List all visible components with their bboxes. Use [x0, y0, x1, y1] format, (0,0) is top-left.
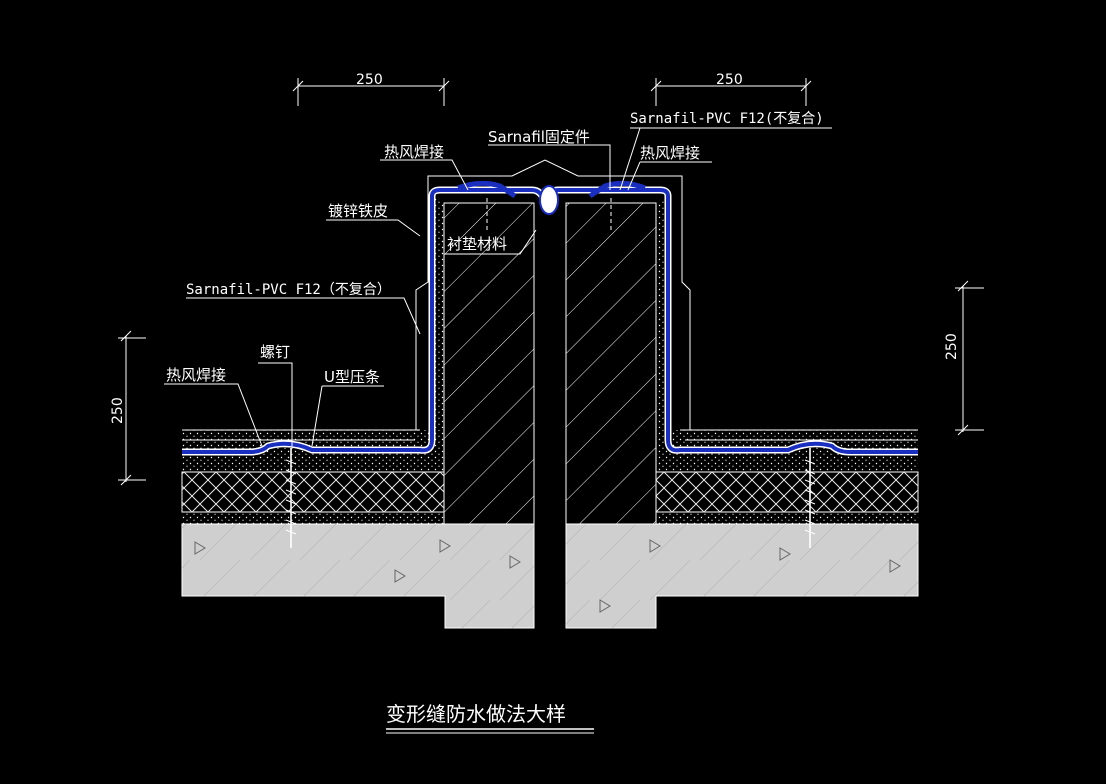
label-membrane-top: Sarnafil-PVC F12(不复合)	[630, 110, 824, 127]
dim-top-right: 250	[716, 72, 743, 88]
dimension-lines	[118, 78, 984, 486]
label-weld-right-top: 热风焊接	[640, 144, 700, 162]
label-screw: 螺钉	[260, 343, 290, 361]
label-fixing: Sarnafil固定件	[488, 128, 590, 146]
pvc-membrane	[182, 180, 918, 456]
label-weld-left-bottom: 热风焊接	[166, 366, 226, 384]
dim-left-vertical: 250	[110, 397, 126, 424]
label-weld-left-top: 热风焊接	[384, 143, 444, 161]
label-u-strip: U型压条	[324, 368, 380, 386]
dim-right-vertical: 250	[944, 333, 960, 360]
label-backing: 衬垫材料	[447, 235, 507, 253]
label-galvanized-sheet: 镀锌铁皮	[328, 202, 388, 220]
concrete-slab	[181, 523, 919, 629]
leader-lines	[164, 127, 832, 447]
galvanized-cover	[415, 159, 691, 430]
screws	[285, 198, 816, 548]
drawing-title: 变形缝防水做法大样	[386, 702, 566, 726]
parapet-walls	[430, 192, 670, 525]
dim-top-left: 250	[356, 72, 383, 88]
label-membrane-left: Sarnafil-PVC F12（不复合）	[186, 281, 391, 298]
insulation-layer	[181, 471, 919, 513]
